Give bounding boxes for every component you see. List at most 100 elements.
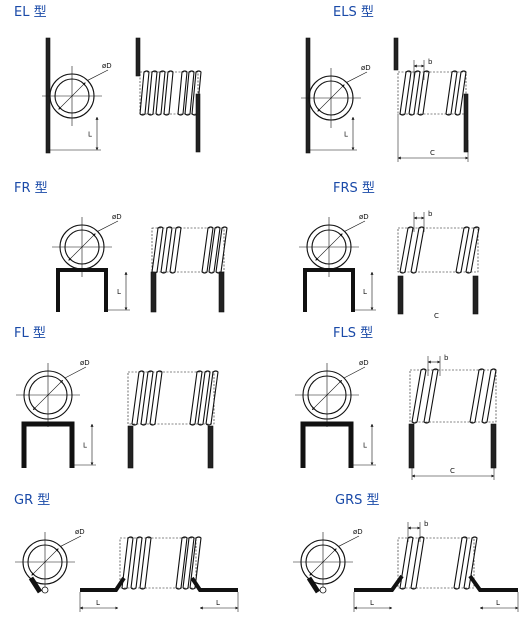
coil-side-view	[399, 70, 430, 116]
coil-side-view	[399, 536, 425, 590]
coil-side-view	[445, 70, 467, 116]
dimension-label-c: C	[434, 312, 439, 320]
leg-left	[408, 423, 415, 469]
coil-envelope	[397, 71, 467, 115]
leg-right	[490, 423, 497, 469]
leg-end-circle	[41, 586, 49, 594]
diameter-arrow	[58, 82, 86, 110]
coil-turn	[131, 370, 145, 426]
coil-side-view	[453, 536, 478, 590]
diameter-arrow	[309, 548, 337, 576]
diameter-leader	[343, 366, 366, 379]
leg-left	[80, 576, 126, 592]
coil-turn	[481, 368, 497, 424]
coil-turn	[169, 226, 182, 274]
dimension-label-l: L	[344, 131, 348, 139]
coil-turn	[469, 368, 485, 424]
coil-turn	[197, 370, 211, 426]
leg-stub	[306, 576, 321, 594]
dimension-label-l: L	[88, 131, 92, 139]
coil-envelope	[151, 227, 225, 273]
dimension-label-b: b	[428, 58, 433, 66]
coil-turn	[139, 536, 152, 590]
diameter-leader	[344, 220, 366, 232]
diameter-leader	[87, 69, 109, 81]
diameter-label: øD	[353, 528, 363, 536]
coil-turn	[182, 536, 195, 590]
coil-turn	[201, 226, 214, 274]
diameter-leader	[64, 366, 87, 379]
dimension-label-l: L	[363, 442, 367, 450]
coil-turn	[453, 536, 468, 590]
coil-turn	[208, 226, 221, 274]
leg-end-circle	[319, 586, 327, 594]
coil-side-view	[151, 226, 182, 274]
coil-envelope	[397, 227, 479, 273]
dimension-label-l-right: L	[496, 599, 500, 607]
leg-right	[218, 271, 225, 313]
coil-turn	[160, 226, 173, 274]
coil-turn	[184, 70, 195, 116]
panel-title: FLS 型	[333, 326, 373, 341]
coil-turn	[411, 368, 427, 424]
coil-side-view	[131, 370, 163, 426]
coil-turn	[191, 70, 202, 116]
coil-turn	[130, 536, 143, 590]
coil-turn	[423, 368, 439, 424]
dimension-label-b: b	[424, 520, 429, 528]
coil-side-view	[201, 226, 228, 274]
coil-turn	[399, 70, 412, 116]
coil-side-view	[189, 370, 219, 426]
leg-right	[207, 425, 214, 469]
coil-turn	[399, 226, 414, 274]
coil-turn	[410, 536, 425, 590]
leg-frame	[300, 421, 354, 468]
leg-frame	[21, 421, 75, 468]
leg-upper	[393, 37, 399, 71]
coil-turn	[189, 536, 202, 590]
dimension-label-b: b	[444, 354, 449, 362]
coil-side-view	[177, 70, 202, 116]
leg-left	[127, 425, 134, 469]
coil-turn	[189, 370, 203, 426]
coil-envelope	[409, 369, 497, 423]
leg-right	[190, 576, 238, 592]
diameter-label: øD	[75, 528, 85, 536]
coil-turn	[465, 226, 480, 274]
panel-title: EL 型	[14, 5, 47, 20]
coil-turn	[455, 226, 470, 274]
leg-left	[150, 271, 157, 313]
diameter-arrow	[32, 379, 64, 411]
panel-title: FRS 型	[333, 181, 375, 196]
leg-straight	[305, 37, 311, 154]
coil-turn	[140, 370, 154, 426]
leg-straight	[45, 37, 51, 154]
diameter-label: øD	[359, 359, 369, 367]
leg-left	[354, 574, 404, 592]
coil-side-view	[469, 368, 497, 424]
coil-side-view	[175, 536, 202, 590]
leg-frame	[303, 268, 355, 312]
leg-left	[397, 275, 404, 315]
diameter-label: øD	[80, 359, 90, 367]
panel-title: GR 型	[14, 493, 50, 508]
coil-turn	[410, 226, 425, 274]
panel-title: FR 型	[14, 181, 48, 196]
diameter-label: øD	[112, 213, 122, 221]
coil-turn	[417, 70, 430, 116]
diameter-leader	[346, 71, 368, 83]
leg-lower	[463, 93, 469, 153]
dimension-label-l: L	[83, 442, 87, 450]
diameter-arrow	[68, 233, 96, 261]
coil-turn	[155, 70, 166, 116]
diameter-arrow	[317, 84, 345, 112]
dimension-label-l-left: L	[96, 599, 100, 607]
coil-side-view	[411, 368, 439, 424]
coil-turn	[215, 226, 228, 274]
diameter-arrow	[315, 233, 343, 261]
